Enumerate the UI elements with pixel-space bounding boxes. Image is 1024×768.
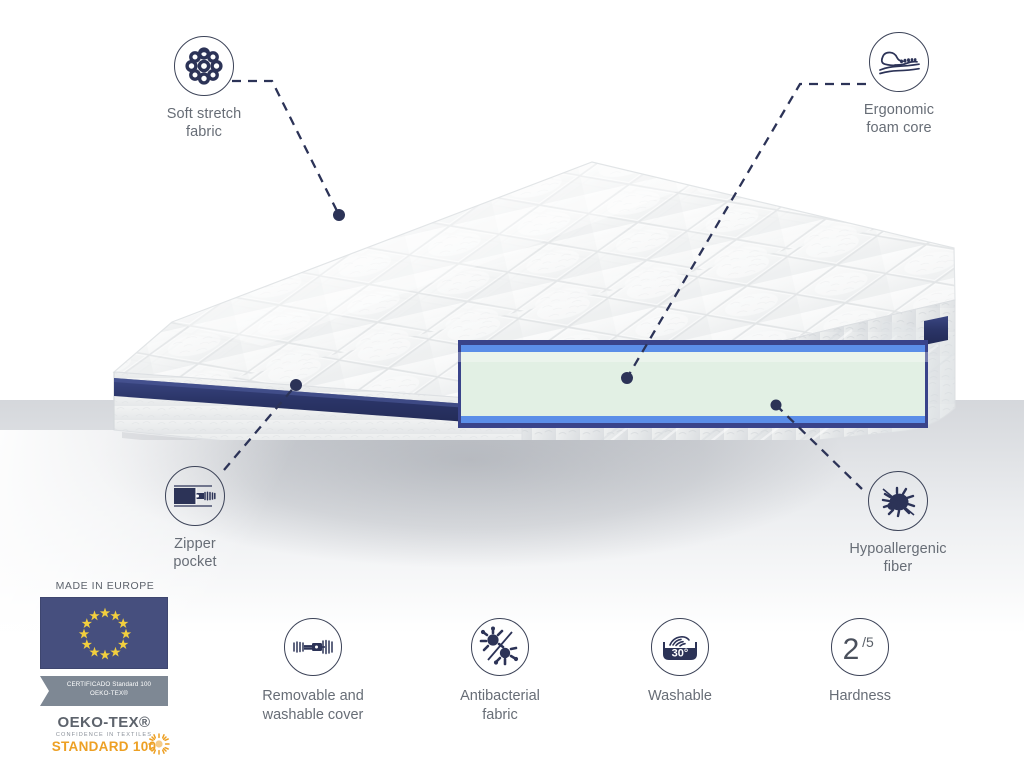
cert-line-2: OEKO-TEX® [90,690,128,697]
dust-mite-blocked-icon [868,471,928,531]
oeko-tex-logo: OEKO-TEX® CONFIDENCE IN TEXTILES STANDAR… [40,714,170,755]
callout-soft-stretch-fabric[interactable]: Soft stretch fabric [146,36,262,141]
feature-label: Removable and washable cover [262,688,364,723]
hardness-rating-icon: 2 /5 [831,618,889,676]
cert-banner: CERTIFICADO Standard 100 OEKO-TEX® [40,676,168,706]
feature-label: Hardness [828,688,892,704]
callout-zipper-pocket[interactable]: Zipper pocket [137,466,253,571]
hardness-value: 2 [843,633,860,666]
oeko-standard: STANDARD 100 [51,739,157,754]
oeko-sunburst-icon [148,733,170,755]
horizontal-zipper-icon [284,618,342,676]
sleeping-person-spine-icon [869,32,929,92]
made-in-europe-label: MADE IN EUROPE [55,580,155,592]
callout-label: Zipper pocket [173,536,217,571]
callout-label: Ergonomic foam core [863,102,935,137]
hand-wash-30-icon: 30° [651,618,709,676]
zipper-pocket-icon [165,466,225,526]
eu-flag [40,597,168,669]
feature-hardness[interactable]: 2 /5 Hardness [765,618,955,706]
callout-ergonomic-foam-core[interactable]: Ergonomic foam core [841,32,957,137]
cert-line-1: CERTIFICADO Standard 100 [66,681,152,688]
feature-label: Washable [648,688,712,704]
callout-label: Soft stretch fabric [166,106,242,141]
callout-hypoallergenic-fiber[interactable]: Hypoallergenic fiber [833,471,963,576]
bacteria-blocked-icon [471,618,529,676]
feature-washable[interactable]: 30° Washable [585,618,775,706]
oeko-subtitle: CONFIDENCE IN TEXTILES [55,732,153,738]
hardness-scale: /5 [862,634,874,650]
mattress-piping-end [924,316,948,345]
callout-label: Hypoallergenic fiber [849,541,947,576]
feature-removable-washable-cover[interactable]: Removable and washable cover [218,618,408,725]
mesh-lattice-icon [174,36,234,96]
feature-antibacterial-fabric[interactable]: Antibacterial fabric [405,618,595,725]
feature-label: Antibacterial fabric [460,688,540,723]
mattress-illustration [52,140,972,440]
certification-badge: MADE IN EUROPE [40,580,170,755]
mattress-piping-front [114,378,522,426]
oeko-title: OEKO-TEX® [57,714,151,731]
feature-row: Removable and washable cover [0,600,1024,730]
wash-temperature-label: 30° [672,648,689,660]
